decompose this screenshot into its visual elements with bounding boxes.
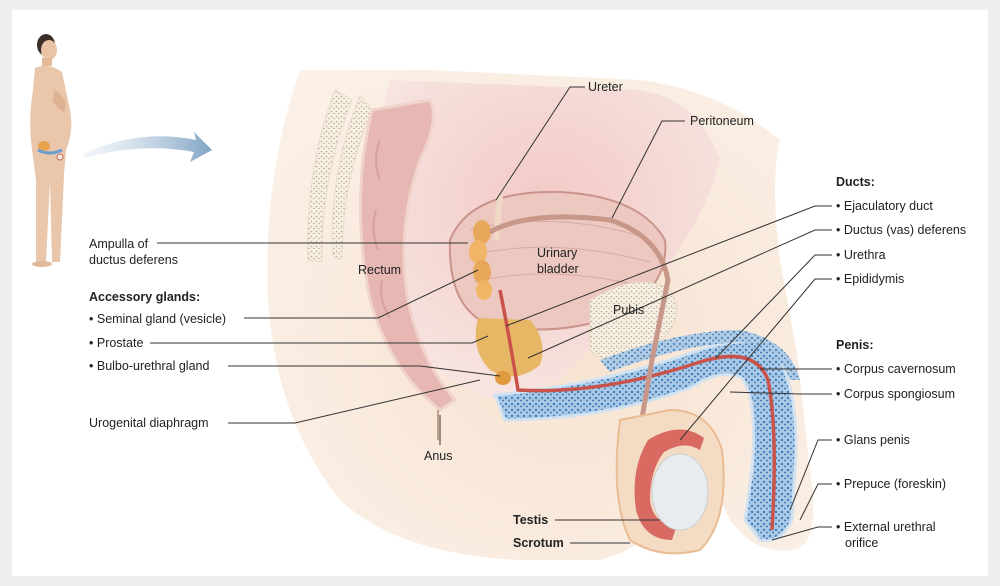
header-accessory-glands: Accessory glands: <box>89 290 201 304</box>
curved-arrow-right-icon <box>82 132 212 162</box>
label-ureter: Ureter <box>588 80 623 94</box>
label-ductus-deferens: Ductus (vas) deferens <box>836 222 966 238</box>
label-testis: Testis <box>513 513 549 527</box>
label-urogenital-diaphragm: Urogenital diaphragm <box>89 416 209 430</box>
label-external-urethral-orifice: External urethral orifice <box>836 519 936 551</box>
label-peritoneum: Peritoneum <box>690 114 754 128</box>
label-bulbo-urethral-gland: Bulbo-urethral gland <box>89 358 210 374</box>
label-ejaculatory-duct: Ejaculatory duct <box>836 198 933 214</box>
label-anus: Anus <box>424 449 453 463</box>
label-scrotum: Scrotum <box>513 536 564 550</box>
label-pubis: Pubis <box>613 303 645 317</box>
label-seminal-gland: Seminal gland (vesicle) <box>89 311 226 327</box>
label-ampulla: Ampulla of ductus deferens <box>89 236 178 268</box>
ureter <box>493 194 503 241</box>
label-corpus-spongiosum: Corpus spongiosum <box>836 386 955 402</box>
label-ampulla-line2: ductus deferens <box>89 253 178 267</box>
label-bladder-line2: bladder <box>537 262 579 276</box>
testis <box>651 453 709 531</box>
label-prepuce: Prepuce (foreskin) <box>836 476 946 492</box>
bulbo-urethral-gland <box>495 371 511 385</box>
header-penis: Penis: <box>836 338 874 352</box>
label-glans-penis: Glans penis <box>836 432 910 448</box>
epididymis <box>634 429 704 540</box>
header-ducts: Ducts: <box>836 175 875 189</box>
label-prostate: Prostate <box>89 335 144 351</box>
label-orifice-line1: External urethral <box>836 519 936 535</box>
corpus-spongiosum <box>492 340 798 543</box>
urethra <box>498 289 776 531</box>
corpus-cavernosum <box>600 330 800 380</box>
label-urinary-bladder: Urinary bladder <box>537 245 579 277</box>
sacrum <box>307 89 373 263</box>
seminal-gland <box>469 220 492 300</box>
ductus-deferens <box>488 214 671 431</box>
label-epididymis: Epididymis <box>836 271 904 287</box>
label-corpus-cavernosum: Corpus cavernosum <box>836 361 956 377</box>
leader-lines <box>150 86 832 544</box>
label-bladder-line1: Urinary <box>537 246 578 260</box>
label-urethra: Urethra <box>836 247 886 263</box>
label-rectum: Rectum <box>358 263 402 277</box>
label-orifice-line2: orifice <box>845 536 879 550</box>
label-ampulla-line1: Ampulla of <box>89 237 149 251</box>
standing-man-figure <box>30 34 72 267</box>
rectum <box>359 98 458 412</box>
